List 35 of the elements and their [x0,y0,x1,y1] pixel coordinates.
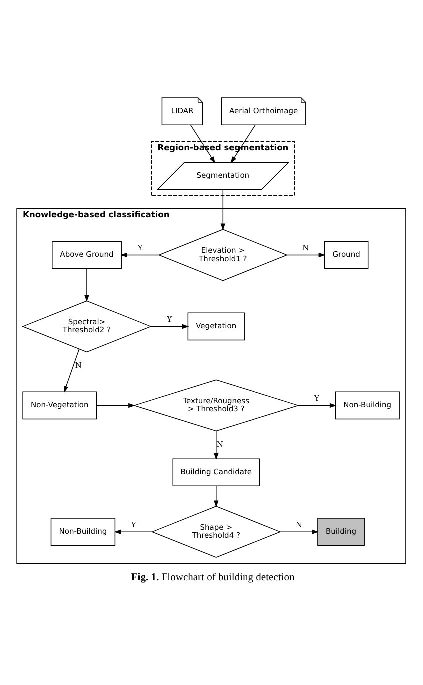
arrow [84,268,90,302]
node-diamond: Spectral> Threshold2 ? [22,300,152,353]
arrow [298,403,337,408]
arrow [190,125,216,164]
edge-label: Y [131,520,136,530]
arrow [120,252,160,258]
arrow [220,189,226,231]
edge-label: N [296,520,302,530]
edge-label: Y [167,315,172,324]
edge-label: N [216,440,224,450]
arrow [230,125,256,164]
edge-label: Y [314,394,320,404]
caption: Fig. 1. Flowchart of building detection [131,572,295,584]
arrow [214,486,219,508]
node-diamond: Elevation > Threshold1 ? [158,229,288,282]
node-box: Non-Vegetation [22,392,98,420]
edge-label: Y [138,244,143,253]
node-box: Non-Building [335,392,400,420]
node-box: Non-Building [50,518,116,546]
node-diamond: Texture/Rougness > Threshold3 ? [133,380,300,432]
arrow [114,530,153,534]
node-diamond: Shape > Threshold4 ? [151,506,282,558]
arrow [287,252,326,258]
node-box: Building Candidate [172,458,260,487]
arrow [214,431,219,460]
arrow [64,348,80,394]
arrow [280,530,319,534]
edge-label: N [302,244,310,253]
node-box: Vegetation [188,312,245,341]
edge-label: N [75,361,82,370]
arrow [96,403,136,408]
arrow [150,324,190,330]
node-box: Building [318,518,365,546]
node-box: Ground [324,241,369,270]
node-box: Above Ground [52,241,122,270]
